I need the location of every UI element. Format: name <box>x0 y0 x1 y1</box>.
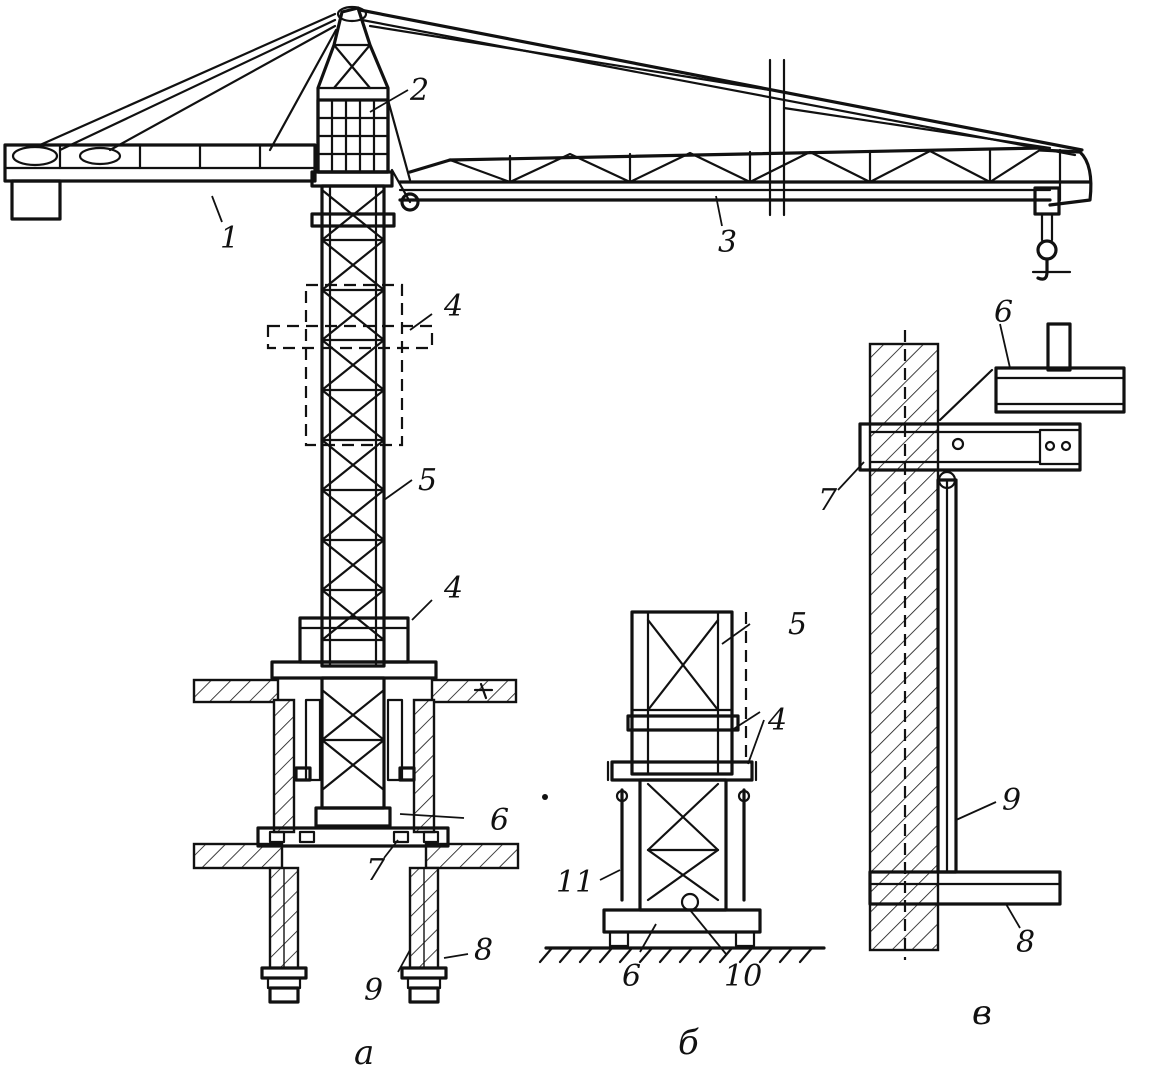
label-5-upper: 5 <box>418 463 437 498</box>
view-v-support-detail <box>837 322 1126 960</box>
caption-view-a: а <box>354 1033 374 1072</box>
tower-head <box>310 5 409 188</box>
label-6-view-b: 6 <box>622 959 641 994</box>
label-6-view-a: 6 <box>490 803 509 838</box>
view-a-crane-general <box>3 5 1093 1004</box>
label-10: 10 <box>724 959 762 994</box>
view-captions: а б в <box>354 993 992 1072</box>
jib <box>358 8 1093 281</box>
caption-view-v: в <box>972 993 992 1033</box>
label-1: 1 <box>220 221 239 256</box>
caption-view-b: б <box>678 1023 699 1063</box>
label-8-view-a: 8 <box>474 933 493 968</box>
climbing-frame-upper-dashed <box>266 283 434 447</box>
label-6-view-v: 6 <box>994 295 1013 330</box>
tower-mast <box>310 184 413 668</box>
counter-jib <box>3 12 338 223</box>
label-3: 3 <box>718 225 737 260</box>
label-2: 2 <box>409 73 429 108</box>
label-8-view-v: 8 <box>1016 925 1035 960</box>
label-4-upper: 4 <box>443 289 463 324</box>
view-b-climbing-sequence <box>538 610 826 964</box>
label-11: 11 <box>556 865 594 900</box>
label-9-view-v: 9 <box>1002 783 1021 818</box>
label-5-view-b: 5 <box>788 607 807 642</box>
label-4-view-b: 4 <box>767 703 787 738</box>
label-9-view-a: 9 <box>364 973 383 1008</box>
label-4-lower: 4 <box>443 571 463 606</box>
mast-base-inside-core <box>256 676 465 859</box>
label-7-view-v: 7 <box>818 483 838 518</box>
label-7-view-a: 7 <box>366 853 386 888</box>
building-core-section <box>192 678 520 1004</box>
callout-labels: 1 2 3 4 5 4 6 7 8 9 5 4 11 6 10 6 7 9 8 <box>220 73 1035 1008</box>
